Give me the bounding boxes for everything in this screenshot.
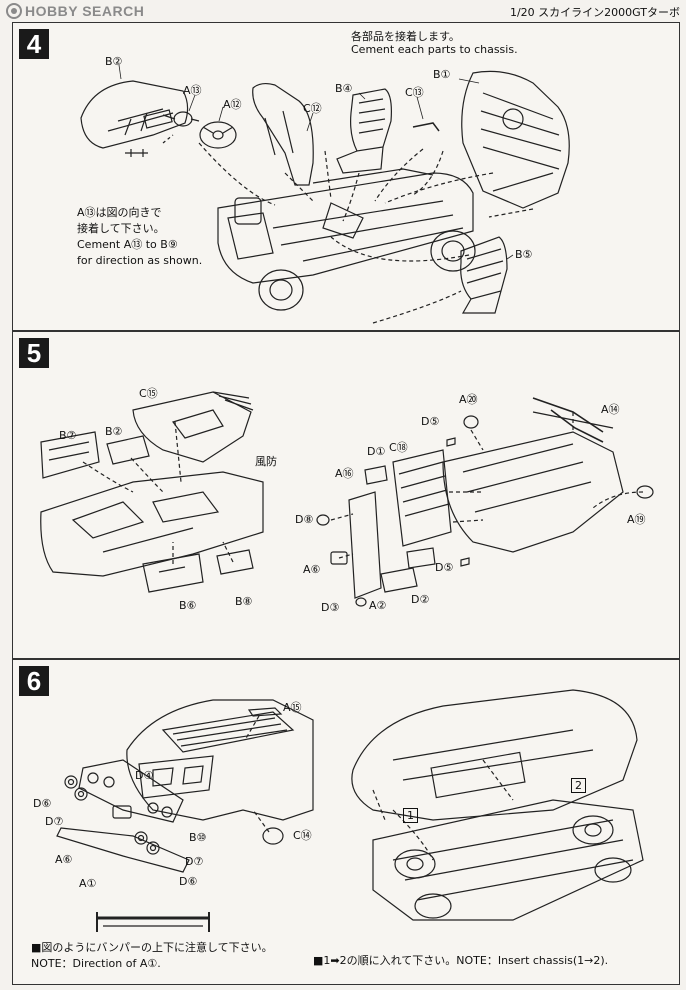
front-seat-b5-illustration (461, 237, 507, 313)
label-c13: C⑬ (405, 86, 424, 99)
label-a6-step5: A⑥ (303, 563, 321, 576)
label-d2: D② (411, 593, 430, 606)
door-panel-b6-illustration (143, 554, 203, 592)
label-a19: A⑲ (627, 513, 646, 526)
label-b2: B② (105, 55, 123, 68)
label-d1: D① (367, 445, 386, 458)
step-5-number: 5 (19, 338, 49, 368)
label-c14: C⑭ (293, 829, 312, 842)
body-and-chassis-illustration (352, 690, 643, 920)
label-b6: B⑥ (179, 599, 197, 612)
label-b2-step5: B② (105, 425, 123, 438)
body-front-illustration (443, 412, 623, 552)
cement-note-en-2: for direction as shown. (77, 254, 203, 267)
page-title: 1/20 スカイライン2000GTターボ (509, 6, 680, 19)
step-5-panel: 5 (12, 331, 680, 659)
cement-note-jp-2: 接着して下さい。 (77, 222, 165, 235)
label-b1: B① (433, 68, 451, 81)
rear-seat-illustration (462, 71, 570, 208)
step-6-drawing (13, 660, 681, 986)
door-panel-b8-illustration (217, 550, 253, 574)
label-d7-bottom: D⑦ (185, 855, 204, 868)
label-b8: B⑧ (235, 595, 253, 608)
step-4-note-jp: 各部品を接着します。 (351, 30, 460, 43)
step-4-drawing (13, 23, 681, 332)
cement-note-jp-1: A⑬は図の向きで (77, 206, 162, 219)
label-b4: B④ (335, 82, 353, 95)
label-d6-top: D⑥ (33, 797, 52, 810)
label-a6-step6: A⑥ (55, 853, 73, 866)
steering-illustration (125, 112, 236, 157)
cement-a13-note: A⑬は図の向きで 接着して下さい。 Cement A⑬ to B⑨ for di… (77, 205, 202, 269)
page-header: HOBBY SEARCH 1/20 スカイライン2000GTターボ (0, 0, 686, 24)
label-a15: A⑮ (283, 701, 302, 714)
step-6-guide-lines (245, 716, 513, 860)
label-b10: B⑩ (189, 831, 207, 844)
console-illustration (253, 84, 314, 185)
bumper-direction-note: ■図のようにバンパーの上下に注意して下さい。 NOTE：Direction of… (31, 940, 273, 972)
label-d8: D⑧ (295, 513, 314, 526)
label-fuubou: 風防 (255, 455, 277, 468)
label-d5-bottom: D⑤ (435, 561, 454, 574)
bumper-direction-illustration (97, 912, 209, 932)
label-a14: A⑭ (601, 403, 620, 416)
windshield-illustration (133, 392, 253, 462)
label-d7-top: D⑦ (45, 815, 64, 828)
label-a1: A① (79, 877, 97, 890)
label-d3: D③ (321, 601, 340, 614)
front-seat-b4-illustration (337, 89, 391, 173)
door-panel-b2-illustration (107, 436, 149, 464)
step-4-panel: 4 (12, 22, 680, 331)
body-front-view-illustration (127, 700, 313, 820)
label-d4: D④ (135, 769, 154, 782)
hobby-search-logo: HOBBY SEARCH (6, 3, 144, 19)
label-b7: B⑦ (59, 429, 77, 442)
assembly-guide-lines (199, 143, 533, 323)
bumper-note-en: NOTE：Direction of A①. (31, 957, 161, 970)
logo-text: HOBBY SEARCH (25, 3, 145, 19)
label-a12: A⑫ (223, 98, 242, 111)
insert-chassis-note: ■1➡2の順に入れて下さい。NOTE：Insert chassis(1→2). (313, 954, 609, 967)
step-5-guide-lines (83, 412, 643, 564)
grille-illustration (349, 450, 451, 598)
label-a16: A⑯ (335, 467, 354, 480)
label-c15: C⑮ (139, 387, 158, 400)
label-a13: A⑬ (183, 84, 202, 97)
insert-order-box-2: 2 (571, 778, 586, 793)
dashboard-illustration (81, 81, 188, 148)
bumper-note-jp: ■図のようにバンパーの上下に注意して下さい。 (31, 941, 273, 954)
label-c18: C⑱ (389, 441, 408, 454)
step-6-panel: 6 (12, 659, 680, 985)
bumper-assembly-illustration (57, 760, 189, 872)
logo-icon (6, 3, 22, 19)
label-b5: B⑤ (515, 248, 533, 261)
step-5-drawing (13, 332, 681, 660)
cement-note-en-1: Cement A⑬ to B⑨ (77, 238, 178, 251)
chassis-illustration (218, 169, 475, 310)
label-a20: A⑳ (459, 393, 478, 406)
step-4-number: 4 (19, 29, 49, 59)
insert-order-box-1: 1 (403, 808, 418, 823)
label-d6-bottom: D⑥ (179, 875, 198, 888)
interior-tub-illustration (41, 472, 263, 576)
step-6-number: 6 (19, 666, 49, 696)
door-panel-b7-illustration (41, 432, 99, 478)
label-d5-top: D⑤ (421, 415, 440, 428)
label-a2: A② (369, 599, 387, 612)
label-c12: C⑫ (303, 102, 322, 115)
step-4-note-en: Cement each parts to chassis. (351, 43, 518, 56)
